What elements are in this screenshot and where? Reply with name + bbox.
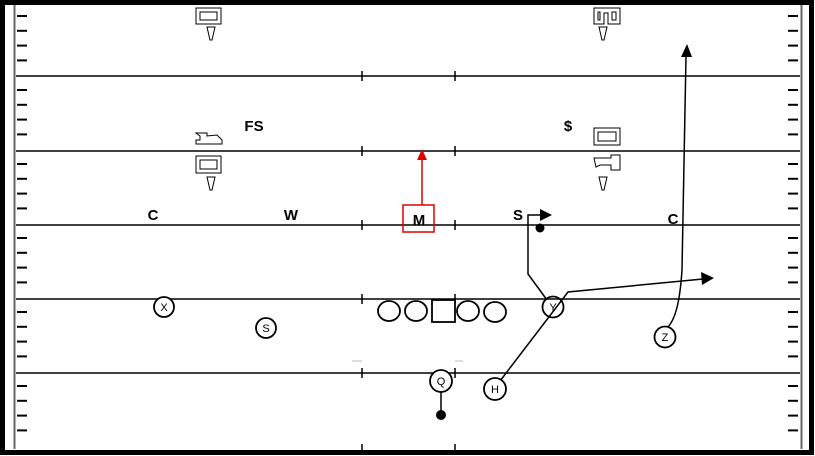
player-s[interactable]: S (255, 317, 277, 339)
defender-w[interactable]: W (284, 207, 299, 224)
lineman-right-guard[interactable] (456, 300, 480, 322)
yard-number-top-left (195, 7, 222, 41)
yard-number-mid-left (194, 132, 223, 191)
y-arrow-head-icon (540, 209, 552, 221)
player-y-label: Y (549, 302, 557, 314)
yard-number-top-right (593, 7, 621, 41)
z-route (667, 55, 687, 328)
defender-money[interactable]: $ (564, 118, 573, 135)
sideline-hash-marks (17, 15, 798, 432)
player-h-label: H (491, 384, 499, 396)
lineman-left-tackle[interactable] (377, 300, 401, 322)
defender-s[interactable]: S (513, 207, 523, 224)
player-z[interactable]: Z (653, 325, 677, 349)
center[interactable] (431, 299, 456, 323)
offensive-line (377, 299, 507, 323)
player-q[interactable]: Q (429, 369, 453, 393)
routes (440, 55, 704, 414)
player-h[interactable]: H (483, 377, 507, 401)
defender-c-right[interactable]: C (668, 211, 679, 228)
m-arrow-head-icon (417, 149, 427, 160)
player-s-label: S (262, 323, 269, 335)
y-route-dot (535, 223, 545, 233)
player-x-label: X (160, 302, 168, 314)
player-x[interactable]: X (153, 296, 175, 318)
q-dropback-dot (436, 410, 446, 420)
h-route (499, 278, 704, 382)
y-route (527, 214, 548, 301)
defender-m-highlight-box (402, 204, 435, 233)
z-arrow-head-icon (681, 44, 692, 57)
player-y[interactable]: Y (541, 295, 565, 319)
yard-numbers (194, 7, 621, 191)
player-q-label: Q (437, 376, 446, 388)
player-z-label: Z (662, 332, 669, 344)
lineman-left-guard[interactable] (404, 300, 428, 322)
h-arrow-head-icon (701, 272, 714, 285)
defender-c-left[interactable]: C (148, 207, 159, 224)
defender-fs[interactable]: FS (244, 118, 263, 135)
yard-lines (16, 75, 800, 374)
yard-number-mid-right (593, 127, 621, 191)
lineman-right-tackle[interactable] (483, 301, 507, 323)
defender-m[interactable]: M (413, 212, 426, 229)
